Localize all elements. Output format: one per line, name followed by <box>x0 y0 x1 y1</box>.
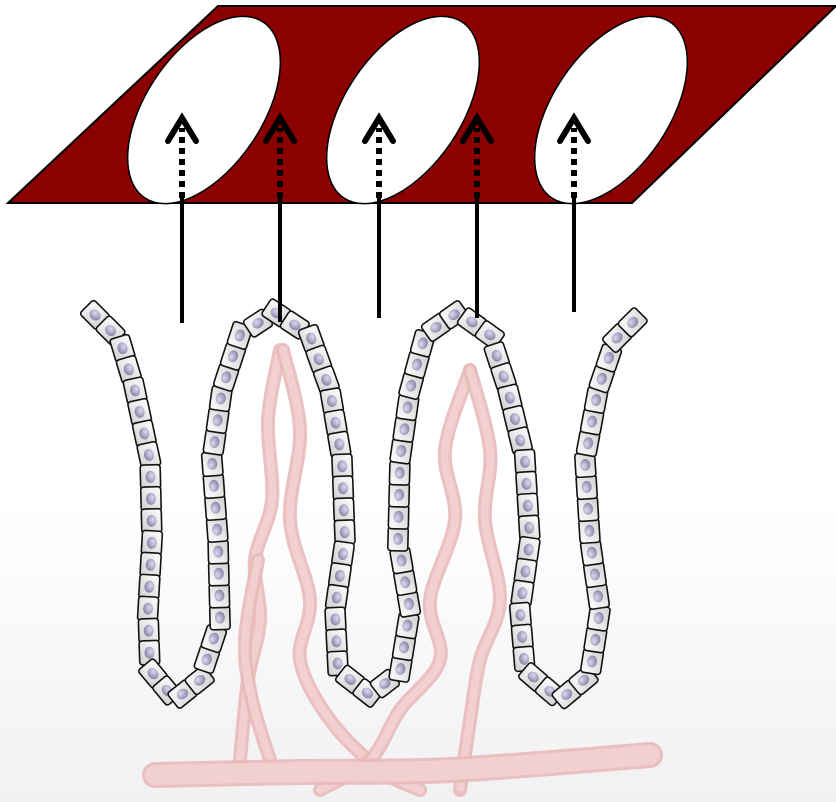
epithelial-cell <box>326 629 347 654</box>
epithelial-cell <box>138 618 159 643</box>
surface-layer <box>8 0 836 230</box>
epithelial-cell <box>210 605 231 629</box>
epithelial-cell <box>139 574 160 599</box>
epithelial-cell <box>389 483 410 507</box>
epithelial-cell <box>332 454 353 479</box>
epithelial-cell <box>208 539 229 563</box>
epithelial-cell <box>141 487 162 511</box>
epithelial-cell <box>333 476 354 501</box>
epithelial-cell <box>333 498 354 523</box>
epithelial-cell <box>140 465 161 489</box>
epithelial-cell <box>140 552 161 577</box>
epithelial-cell <box>388 527 409 551</box>
epithelial-cell <box>325 607 346 632</box>
epithelial-cell <box>209 583 230 607</box>
epithelial-cell <box>209 561 230 585</box>
epithelial-cell <box>141 509 162 533</box>
epithelial-cell <box>137 596 158 621</box>
epithelial-cell <box>141 530 162 555</box>
epithelial-cell <box>388 505 409 529</box>
epithelium <box>79 298 648 710</box>
